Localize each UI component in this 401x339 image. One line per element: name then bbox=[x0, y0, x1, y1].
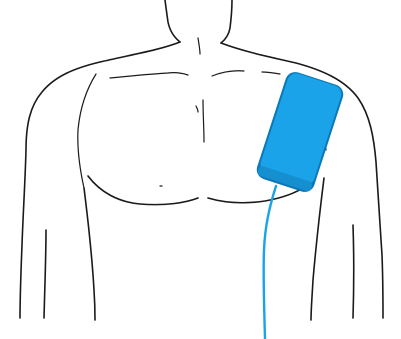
left-deltoid-line bbox=[78, 74, 96, 188]
neck-right-line bbox=[221, 0, 232, 43]
left-torso-side bbox=[84, 188, 95, 320]
neck-left-line bbox=[165, 0, 180, 42]
right-clavicle-dash bbox=[262, 72, 280, 74]
right-pectoral-line bbox=[208, 186, 306, 203]
right-arm-inner-line bbox=[353, 225, 354, 318]
left-arm-inner-line bbox=[44, 230, 46, 318]
left-shoulder-outline bbox=[20, 42, 180, 318]
neck-center-line bbox=[198, 38, 200, 54]
left-clavicle-line bbox=[110, 73, 188, 78]
right-clavicle-line bbox=[212, 71, 244, 76]
sternum-line bbox=[203, 100, 204, 142]
chest-mark bbox=[196, 106, 198, 112]
electrode-pad bbox=[254, 69, 346, 194]
right-torso-side bbox=[311, 178, 324, 320]
left-pectoral-line bbox=[88, 176, 198, 205]
electrode-cable bbox=[264, 186, 276, 339]
